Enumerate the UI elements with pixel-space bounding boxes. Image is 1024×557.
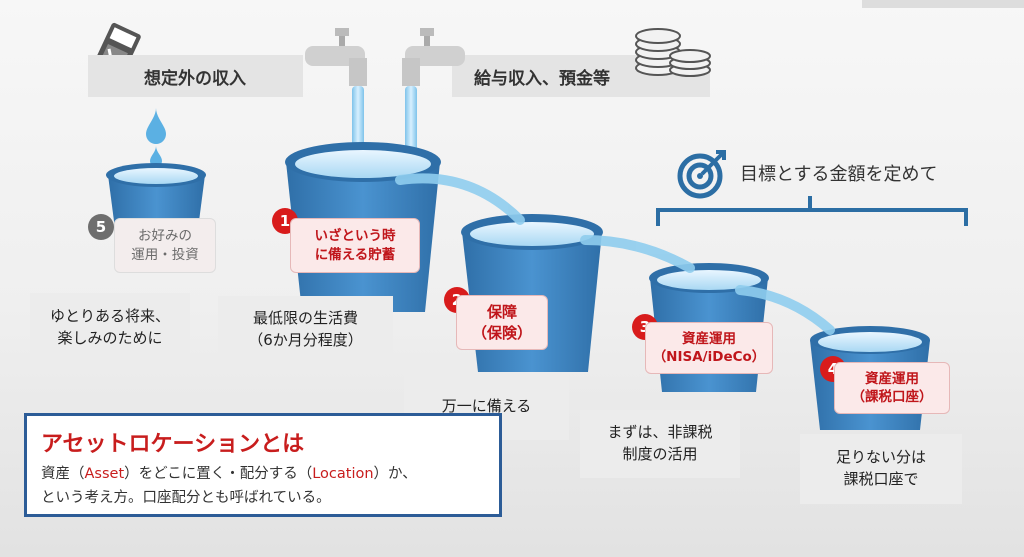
bucket-1-label-line2: に備える貯蓄 (314, 246, 396, 263)
corner-tab (862, 0, 1024, 8)
bucket-5-label: お好みの 運用・投資 (114, 218, 216, 273)
target-bracket (656, 208, 968, 226)
definition-text-b: ）をどこに置く・配分する（ (124, 466, 313, 482)
bucket-3-label-line1: 資産運用 (682, 330, 736, 347)
unexpected-income-tag: 想定外の収入 (88, 55, 303, 97)
water-drop-icon (146, 108, 166, 167)
bucket-3-note-line1: まずは、非課税 (607, 423, 713, 442)
bucket-2-label: 保障 （保険） (456, 295, 548, 350)
target-bracket-tick (808, 196, 812, 210)
bucket-5-note-line2: 楽しみのために (57, 329, 163, 347)
bucket-5-note: ゆとりある将来、 楽しみのために (30, 293, 190, 363)
bucket-4-label-line1: 資産運用 (865, 370, 919, 387)
bucket-4-note-line2: 課税口座で (843, 470, 919, 488)
bucket-3-label: 資産運用 （NISA/iDeCo） (645, 322, 773, 374)
target-caption: 目標とする金額を定めて (740, 164, 938, 185)
bucket-3-label-line2: （NISA/iDeCo） (652, 349, 766, 365)
definition-box: アセットロケーションとは 資産（Asset）をどこに置く・配分する（Locati… (24, 413, 502, 517)
bucket-4-label-line2: （課税口座） (851, 389, 933, 405)
bucket-1-note-line1: 最低限の生活費 (252, 309, 358, 328)
bucket-2-label-line2: （保険） (471, 323, 532, 342)
coins-icon (635, 28, 711, 77)
faucet-icon-right (402, 28, 465, 86)
faucet-icon (305, 28, 367, 86)
unexpected-income-label: 想定外の収入 (144, 68, 246, 89)
bucket-4-label: 資産運用 （課税口座） (834, 362, 950, 414)
definition-asset: Asset (84, 466, 125, 482)
salary-income-label: 給与収入、預金等 (474, 68, 610, 89)
bucket-1-label: いざという時 に備える貯蓄 (290, 218, 420, 273)
bucket-5-note-line1: ゆとりある将来、 (49, 307, 170, 326)
target-icon (677, 150, 726, 199)
bucket-2-note-line1: 万一に備える (441, 397, 532, 416)
bucket-4-note-line1: 足りない分は (835, 448, 926, 467)
definition-text-a: 資産（ (41, 466, 85, 482)
definition-text-c: ）か、 (373, 466, 417, 482)
bucket-5-label-line1: お好みの (138, 228, 192, 245)
definition-title: アセットロケーションとは (41, 432, 305, 457)
bucket-2-label-line1: 保障 (486, 303, 517, 322)
definition-location: Location (312, 466, 374, 482)
number-badge-5: 5 (88, 214, 114, 240)
bucket-3-note-line2: 制度の活用 (622, 445, 698, 463)
bucket-1-note: 最低限の生活費 （6か月分程度） (218, 296, 393, 364)
definition-line1: 資産（Asset）をどこに置く・配分する（Location）か、 (41, 464, 417, 486)
bucket-5-label-line2: 運用・投資 (131, 246, 199, 263)
salary-income-tag: 給与収入、預金等 (452, 55, 710, 97)
bucket-1-note-line2: （6か月分程度） (248, 331, 363, 349)
definition-line2: という考え方。口座配分とも呼ばれている。 (41, 490, 331, 506)
bucket-3-note: まずは、非課税 制度の活用 (580, 410, 740, 478)
bucket-4-note: 足りない分は 課税口座で (800, 434, 962, 504)
bucket-1-label-line1: いざという時 (314, 228, 396, 245)
